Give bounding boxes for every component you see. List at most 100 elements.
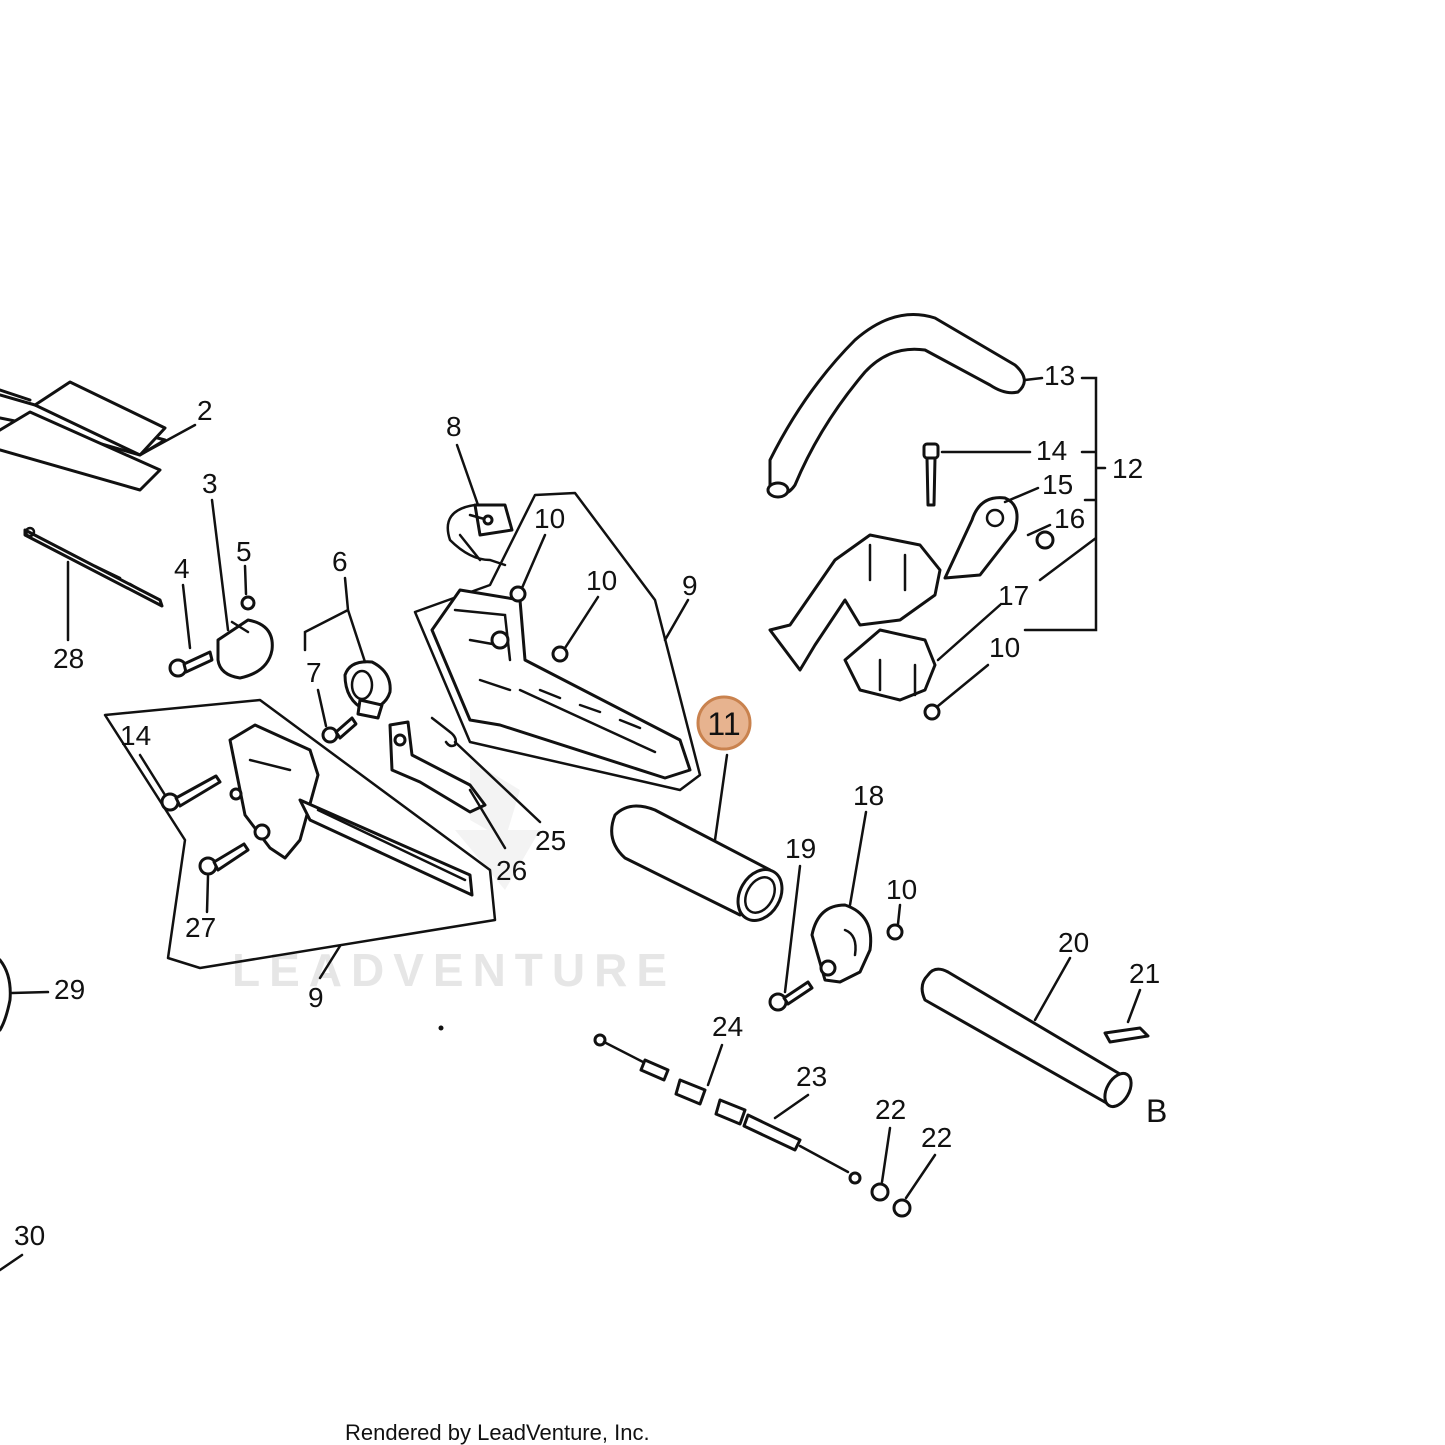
part-8-switch[interactable] (446, 503, 514, 567)
part-28-shaft[interactable] (23, 526, 164, 608)
callout-22b: 22 (921, 1122, 952, 1153)
leader-10c (936, 663, 990, 708)
leader-15 (1003, 486, 1040, 504)
callout-19: 19 (785, 833, 816, 864)
callout-10b: 10 (586, 565, 617, 596)
part-10-nut-b[interactable] (551, 645, 569, 663)
part-10-nut-c[interactable] (923, 703, 941, 721)
part-10-nut-d[interactable] (886, 923, 904, 941)
leader-11 (713, 753, 729, 842)
leader-10d (896, 903, 902, 926)
leader-27 (205, 874, 210, 914)
leader-19 (783, 864, 802, 994)
callout-8: 8 (446, 411, 462, 442)
leader-10b (563, 595, 600, 650)
part-14-screw-a[interactable] (160, 774, 222, 812)
leader-26 (468, 788, 507, 850)
part-19-screw[interactable] (768, 980, 814, 1012)
callout-15: 15 (1042, 469, 1073, 500)
leader-12-bracket (1023, 376, 1107, 632)
callout-23: 23 (796, 1061, 827, 1092)
part-24-cable-end[interactable] (593, 1033, 707, 1106)
part-5-nut[interactable] (240, 595, 256, 611)
callout-3: 3 (202, 468, 218, 499)
part-9-housing-left[interactable] (228, 723, 474, 897)
callout-27: 27 (185, 912, 216, 943)
part-6-clamp[interactable] (343, 660, 392, 720)
leader-29 (10, 990, 50, 995)
callout-29: 29 (54, 974, 85, 1005)
callout-B: B (1146, 1093, 1167, 1129)
part-4-bolt[interactable] (168, 650, 214, 678)
part-2-decals[interactable] (0, 380, 167, 492)
callout-6: 6 (332, 546, 348, 577)
leader-24 (706, 1043, 724, 1087)
leader-8 (455, 443, 480, 507)
part-13-handle-bar[interactable] (766, 313, 1026, 499)
leader-2 (138, 423, 197, 457)
callout-14b: 14 (1036, 435, 1067, 466)
part-29-partial[interactable] (0, 958, 12, 1032)
leader-4 (181, 583, 192, 650)
part-7-screw[interactable] (321, 716, 358, 744)
part-9-housing-right[interactable] (430, 588, 692, 780)
leader-20 (1033, 956, 1072, 1022)
leader-13 (1023, 376, 1044, 382)
callout-5: 5 (236, 536, 252, 567)
leader-22b (904, 1153, 937, 1200)
leader-3 (210, 498, 230, 632)
part-18-clamp[interactable] (810, 903, 873, 984)
highlight-callout-11[interactable]: 11 (696, 695, 752, 751)
callout-4: 4 (174, 553, 190, 584)
leader-17 (936, 603, 1002, 662)
part-14-bolt-b[interactable] (922, 442, 940, 507)
part-22-nut-b[interactable] (892, 1198, 912, 1218)
leader-23 (773, 1093, 810, 1120)
leader-10a (520, 533, 547, 590)
callout-7: 7 (306, 657, 322, 688)
leader-21 (1126, 988, 1142, 1024)
part-3-clamp[interactable] (216, 618, 274, 680)
leader-7 (316, 688, 328, 728)
callout-18: 18 (853, 780, 884, 811)
callout-10c: 10 (989, 632, 1020, 663)
leader-16 (1026, 523, 1052, 537)
group-9-upper-outline (413, 491, 702, 792)
part-17-clamp[interactable] (768, 533, 942, 702)
part-27-screw[interactable] (198, 842, 250, 876)
stray-mark (438, 1025, 444, 1031)
leader-30 (0, 1253, 24, 1272)
callout-21: 21 (1129, 958, 1160, 989)
callout-22a: 22 (875, 1094, 906, 1125)
footer-credit: Rendered by LeadVenture, Inc. (345, 1420, 650, 1445)
callout-14a: 14 (120, 720, 151, 751)
callout-20: 20 (1058, 927, 1089, 958)
leader-9a (663, 598, 690, 642)
callout-24: 24 (712, 1011, 743, 1042)
callout-26: 26 (496, 855, 527, 886)
callout-25: 25 (535, 825, 566, 856)
part-15-bracket[interactable] (943, 496, 1019, 580)
callout-10d: 10 (886, 874, 917, 905)
callout-10a: 10 (534, 503, 565, 534)
part-21-decal[interactable] (1103, 1026, 1150, 1044)
part-16-nut[interactable] (1035, 530, 1055, 550)
callout-9b: 9 (308, 982, 324, 1013)
part-20-tube[interactable] (920, 967, 1136, 1111)
part-10-nut-a[interactable] (509, 585, 527, 603)
callout-9a: 9 (682, 570, 698, 601)
part-26-throttle-lever[interactable] (388, 720, 487, 814)
callout-12: 12 (1112, 453, 1143, 484)
leader-6 (303, 576, 367, 664)
part-23-cable[interactable] (714, 1098, 862, 1185)
group-9-lower-outline (103, 698, 497, 970)
part-11-grip-tube[interactable] (610, 804, 791, 928)
leader-9b (318, 944, 342, 980)
callout-16: 16 (1054, 503, 1085, 534)
leader-14a (138, 753, 167, 797)
watermark-logo-icon (455, 760, 540, 890)
part-25-spring[interactable] (430, 716, 458, 748)
callout-11: 11 (707, 706, 740, 742)
leader-18 (848, 810, 868, 907)
part-22-nut-a[interactable] (870, 1182, 890, 1202)
